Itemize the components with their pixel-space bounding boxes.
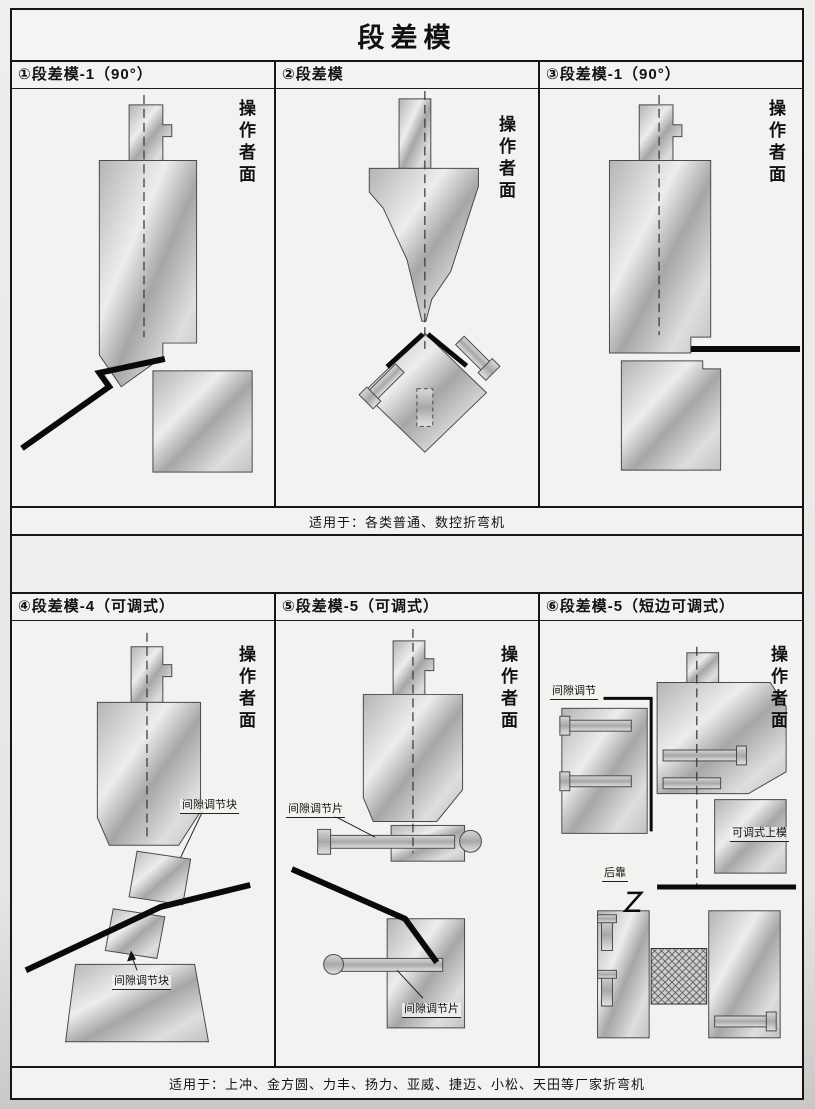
panel-5-title: ⑤段差模-5（可调式） xyxy=(276,594,538,621)
row2-footer: 适用于：上冲、金方圆、力丰、扬力、亚威、捷迈、小松、天田等厂家折弯机 xyxy=(12,1066,802,1098)
bolts xyxy=(559,715,777,1032)
punch-and-die-shapes xyxy=(65,646,210,1043)
annotation-adjustable-upper-die: 可调式上模 xyxy=(730,827,789,843)
operator-face-label: 操作者面 xyxy=(768,645,787,733)
punch-and-die-shapes xyxy=(608,104,722,471)
leader-line xyxy=(396,969,424,999)
annotation-gap-adjust-block-upper: 间隙调节块 xyxy=(180,799,239,815)
annotation-gap-adjust-block-lower: 间隙调节块 xyxy=(112,975,171,991)
arrowhead xyxy=(127,950,137,962)
panel-6-title: ⑥段差模-5（短边可调式） xyxy=(540,594,802,621)
back-gauge-symbol xyxy=(622,891,644,913)
sheet-metal-line xyxy=(426,332,469,368)
panel-2-body: 操作者面 xyxy=(276,89,538,506)
gap-adjust-leader-line xyxy=(603,696,653,832)
annotation-gap-adjust-shim-lower: 间隙调节片 xyxy=(402,1003,461,1019)
operator-face-label: 操作者面 xyxy=(236,645,255,733)
die-diagram-step-90-right xyxy=(608,94,801,471)
sheet-metal-line xyxy=(290,866,440,965)
operator-face-label: 操作者面 xyxy=(236,99,255,187)
bolts xyxy=(317,828,482,975)
die-diagram-short-side-adjustable xyxy=(559,646,797,1039)
panel-6: ⑥段差模-5（短边可调式） 操作者面 间隙调节 后靠 可调式上模 xyxy=(538,594,802,1066)
panel-3: ③段差模-1（90°） 操作者面 xyxy=(538,62,802,506)
panel-1-body: 操作者面 xyxy=(12,89,274,506)
page-title-text: 段差模 xyxy=(357,22,457,53)
panel-row-1: ①段差模-1（90°） 操作者面 ②段差模 操作者面 xyxy=(12,62,802,506)
bolts xyxy=(358,335,501,427)
panel-3-title: ③段差模-1（90°） xyxy=(540,62,802,89)
page-title: 段差模 xyxy=(12,10,802,62)
panel-2-title: ②段差模 xyxy=(276,62,538,89)
panel-2: ②段差模 操作者面 xyxy=(274,62,538,506)
row2-footer-text: 适用于：上冲、金方圆、力丰、扬力、亚威、捷迈、小松、天田等厂家折弯机 xyxy=(168,1076,645,1092)
leader-line xyxy=(180,811,203,858)
panel-1: ①段差模-1（90°） 操作者面 xyxy=(12,62,274,506)
die-diagram-step-90-left xyxy=(20,94,253,473)
panel-3-body: 操作者面 xyxy=(540,89,802,506)
sheet-metal-line xyxy=(24,882,251,974)
punch-and-die-shapes xyxy=(98,104,253,473)
panel-4-title: ④段差模-4（可调式） xyxy=(12,594,274,621)
annotation-gap-adjust: 间隙调节 xyxy=(550,685,598,701)
hatched-block xyxy=(650,947,708,1005)
annotation-gap-adjust-shim-upper: 间隙调节片 xyxy=(286,803,345,819)
panel-4: ④段差模-4（可调式） 操作者面 间隙调节块 间隙调节块 xyxy=(12,594,274,1066)
die-diagram-adjustable-4 xyxy=(24,632,251,1043)
catalog-page: 段差模 ①段差模-1（90°） 操作者面 ②段差模 xyxy=(10,8,804,1100)
operator-face-label: 操作者面 xyxy=(766,99,785,187)
panel-5: ⑤段差模-5（可调式） 操作者面 间隙调节片 间隙调节片 xyxy=(274,594,538,1066)
panel-1-title: ①段差模-1（90°） xyxy=(12,62,274,89)
row1-footer: 适用于：各类普通、数控折弯机 xyxy=(12,506,802,536)
annotation-back-gauge: 后靠 xyxy=(602,867,628,883)
panel-row-2: ④段差模-4（可调式） 操作者面 间隙调节块 间隙调节块 xyxy=(12,594,802,1066)
sheet-metal-line xyxy=(20,356,166,451)
operator-face-label: 操作者面 xyxy=(498,645,517,733)
panel-5-body: 操作者面 间隙调节片 间隙调节片 xyxy=(276,621,538,1066)
sheet-metal-line xyxy=(385,332,425,369)
section-divider-band xyxy=(12,536,802,594)
operator-face-label: 操作者面 xyxy=(496,115,515,203)
panel-4-body: 操作者面 间隙调节块 间隙调节块 xyxy=(12,621,274,1066)
row1-footer-text: 适用于：各类普通、数控折弯机 xyxy=(308,514,505,530)
leader-line xyxy=(333,815,376,838)
die-diagram-acute-v xyxy=(358,90,501,453)
panel-6-body: 操作者面 间隙调节 后靠 可调式上模 xyxy=(540,621,802,1066)
